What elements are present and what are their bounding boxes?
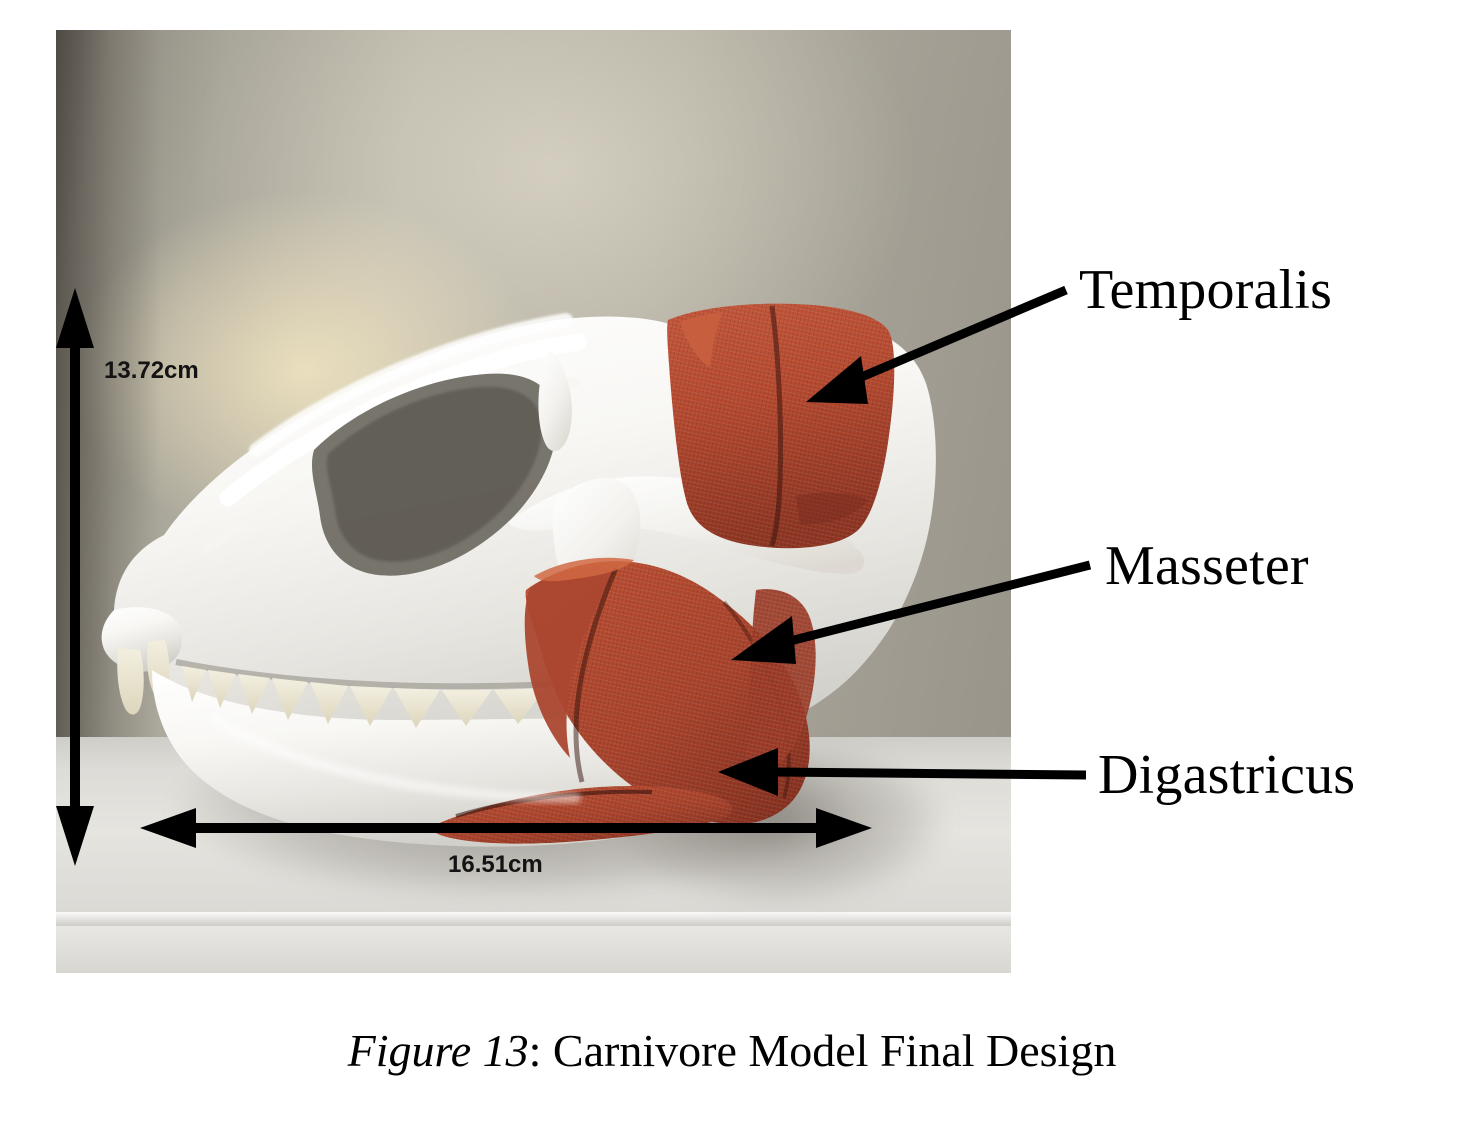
figure-caption-number: Figure 13 bbox=[347, 1025, 529, 1076]
annotation-label-digastricus: Digastricus bbox=[1098, 744, 1356, 806]
tooth-canine-upper bbox=[117, 648, 144, 715]
figure-caption-title: Carnivore Model Final Design bbox=[552, 1025, 1117, 1076]
mandible-specular-highlight bbox=[211, 715, 581, 803]
muscle-temporalis bbox=[667, 303, 895, 549]
skull-model-illustration bbox=[101, 303, 936, 847]
skull-nasal-ridge bbox=[219, 333, 587, 507]
skull-postorbital-process bbox=[538, 350, 572, 452]
figure-photograph bbox=[56, 30, 1011, 973]
dimension-label-height: 13.72cm bbox=[104, 357, 199, 384]
figure-caption: Figure 13: Carnivore Model Final Design bbox=[0, 1024, 1464, 1077]
figure-caption-separator: : bbox=[528, 1025, 542, 1076]
dimension-label-length: 16.51cm bbox=[448, 851, 543, 878]
annotation-label-masseter: Masseter bbox=[1105, 535, 1309, 597]
skull-specular-highlight bbox=[249, 313, 573, 457]
skull-orbit-inner bbox=[326, 386, 542, 562]
annotation-label-temporalis: Temporalis bbox=[1079, 259, 1333, 321]
